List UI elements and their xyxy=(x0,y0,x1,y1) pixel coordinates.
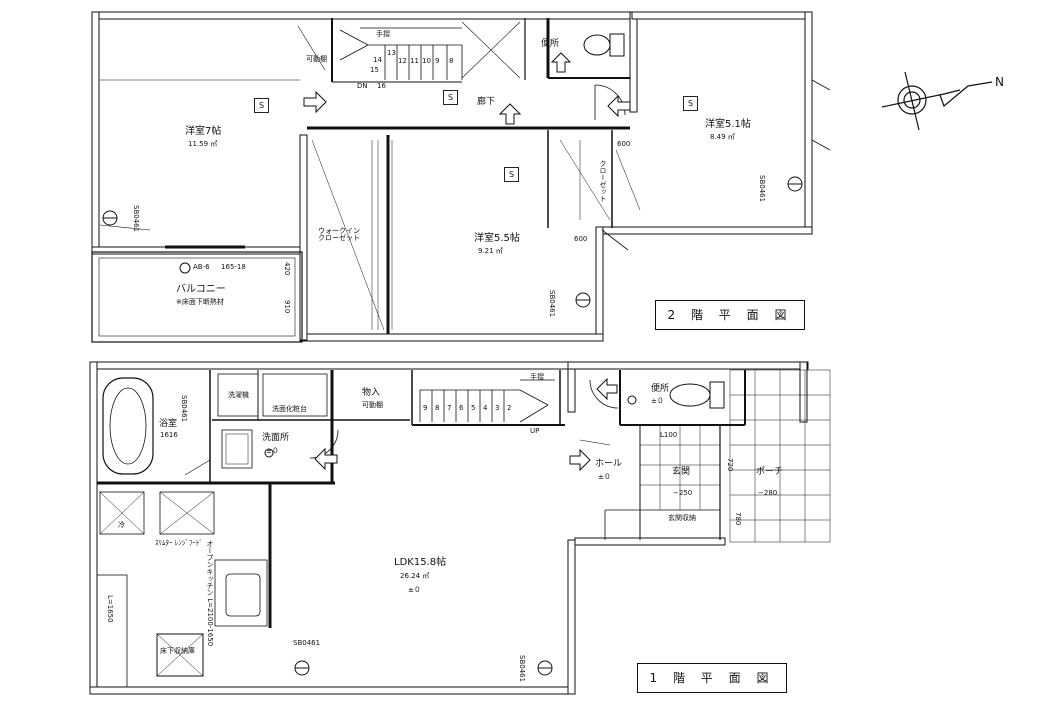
vanity-label: 洗面化粧台 xyxy=(272,405,307,413)
room-toilet-1f-floor: ±０ xyxy=(651,397,664,405)
stair-10: 10 xyxy=(422,57,431,65)
room-walkin-closet: ウォークイン クローゼット xyxy=(318,227,360,242)
ab-dims: 165-18 xyxy=(221,263,246,271)
stair-1f-9: 9 xyxy=(423,404,428,412)
stair-1f-8: 8 xyxy=(435,404,440,412)
room-ldk-area: 26.24 ㎡ xyxy=(400,572,430,580)
room-toilet-2f: 便所 xyxy=(541,39,560,49)
s-mark-4: S xyxy=(504,167,519,182)
stair-9: 9 xyxy=(435,57,440,65)
room-storage: 物入 xyxy=(362,388,381,398)
stair-1f-4: 4 xyxy=(483,404,488,412)
room-toilet-1f: 便所 xyxy=(651,384,670,394)
room-storage-note: 可動棚 xyxy=(362,401,383,409)
stair-1f-3: 3 xyxy=(495,404,500,412)
dim-600-b: 600 xyxy=(574,235,588,243)
dim-420: 420 xyxy=(283,262,291,276)
floor2-stairs xyxy=(297,21,521,80)
room-bath: 浴室 xyxy=(159,419,178,429)
stair-16: 16 xyxy=(377,82,386,90)
floor1-title: 1 階 平 面 図 xyxy=(637,663,787,693)
stair-1f-2: 2 xyxy=(507,404,512,412)
room-ldk: LDK15.8帖 xyxy=(394,557,447,568)
stair-dn: DN xyxy=(357,82,368,90)
stair-11: 11 xyxy=(410,57,419,65)
ab-label: AB-6 xyxy=(193,263,210,271)
room-western-51: 洋室5.1帖 xyxy=(705,119,751,130)
shoebox-label: 玄関収納 xyxy=(668,514,696,522)
handrail-1f: 手摺 xyxy=(530,373,544,381)
sb-2f-a: SB0461 xyxy=(132,205,140,233)
sb-1f-b: SB0461 xyxy=(518,655,526,683)
room-porch-floor: −280 xyxy=(758,489,778,497)
floor2-interior-walls xyxy=(91,18,630,343)
room-hallway: 廊下 xyxy=(477,97,496,107)
range-hood-label: ｽﾘﾑﾀｰ ﾚﾝｼﾞﾌｰﾄﾞ xyxy=(155,539,203,547)
room-entrance-floor: −250 xyxy=(673,489,693,497)
dim-780: 780 xyxy=(734,512,742,526)
dim-720: 720 xyxy=(726,458,734,472)
stair-8: 8 xyxy=(449,57,454,65)
closet-label: クローゼット xyxy=(599,160,607,202)
room-western-51-area: 8.49 ㎡ xyxy=(710,133,735,141)
s-mark-1: S xyxy=(254,98,269,113)
s-mark-2: S xyxy=(443,90,458,105)
floor2-title: 2 階 平 面 図 xyxy=(655,300,805,330)
room-porch: ポーチ xyxy=(756,467,784,477)
room-bath-size: 1616 xyxy=(160,431,178,439)
room-hall-floor: ±０ xyxy=(598,473,611,481)
washer-label: 洗濯機 xyxy=(228,391,249,399)
sb-2f-c: SB0461 xyxy=(548,290,556,318)
room-western-55: 洋室5.5帖 xyxy=(474,233,520,244)
stair-15: 15 xyxy=(370,66,379,74)
room-balcony: バルコニー xyxy=(176,284,226,295)
stair-1f-5: 5 xyxy=(471,404,476,412)
room-western-7: 洋室7帖 xyxy=(185,126,222,137)
sb-1f-c: SB0461 xyxy=(180,395,188,423)
room-washroom: 洗面所 xyxy=(262,433,290,443)
stair-13: 13 xyxy=(387,49,396,57)
handrail-2f: 手摺 xyxy=(376,30,390,38)
dim-910: 910 xyxy=(283,300,291,314)
stair-12: 12 xyxy=(398,57,407,65)
balcony-note: ※床面下断熱材 xyxy=(176,298,224,306)
room-western-55-area: 9.21 ㎡ xyxy=(478,247,503,255)
fridge-label: 冷 xyxy=(118,521,125,529)
room-entrance: 玄関 xyxy=(672,467,691,477)
underfloor-label: 床下収納庫 xyxy=(160,647,195,655)
room-ldk-floor: ±０ xyxy=(408,586,421,594)
room-hall: ホール xyxy=(595,459,623,469)
floor1-stairs xyxy=(419,379,555,423)
kitchen-label: オープンキッチン L=2100-1650 xyxy=(206,540,214,647)
sb-2f-b: SB0461 xyxy=(758,175,766,203)
sb-1f-a: SB0461 xyxy=(293,639,321,647)
floor2-outer-walls xyxy=(91,11,813,342)
stair-14: 14 xyxy=(373,56,382,64)
stair-up: UP xyxy=(530,427,540,435)
s-mark-3: S xyxy=(683,96,698,111)
floor1-outer-walls xyxy=(89,361,809,695)
dim-600-a: 600 xyxy=(617,140,631,148)
compass-north-label: N xyxy=(995,75,1004,89)
room-western-7-area: 11.59 ㎡ xyxy=(188,140,218,148)
movable-shelf-2f: 可動棚 xyxy=(306,55,327,63)
stair-1f-7: 7 xyxy=(447,404,452,412)
floor1-interior-walls xyxy=(97,370,746,628)
room-washroom-floor: ±０ xyxy=(266,447,279,455)
stair-1f-6: 6 xyxy=(459,404,464,412)
compass-icon xyxy=(881,71,993,131)
l1650-label: L=1650 xyxy=(106,595,114,623)
l100-label: L100 xyxy=(660,431,678,439)
